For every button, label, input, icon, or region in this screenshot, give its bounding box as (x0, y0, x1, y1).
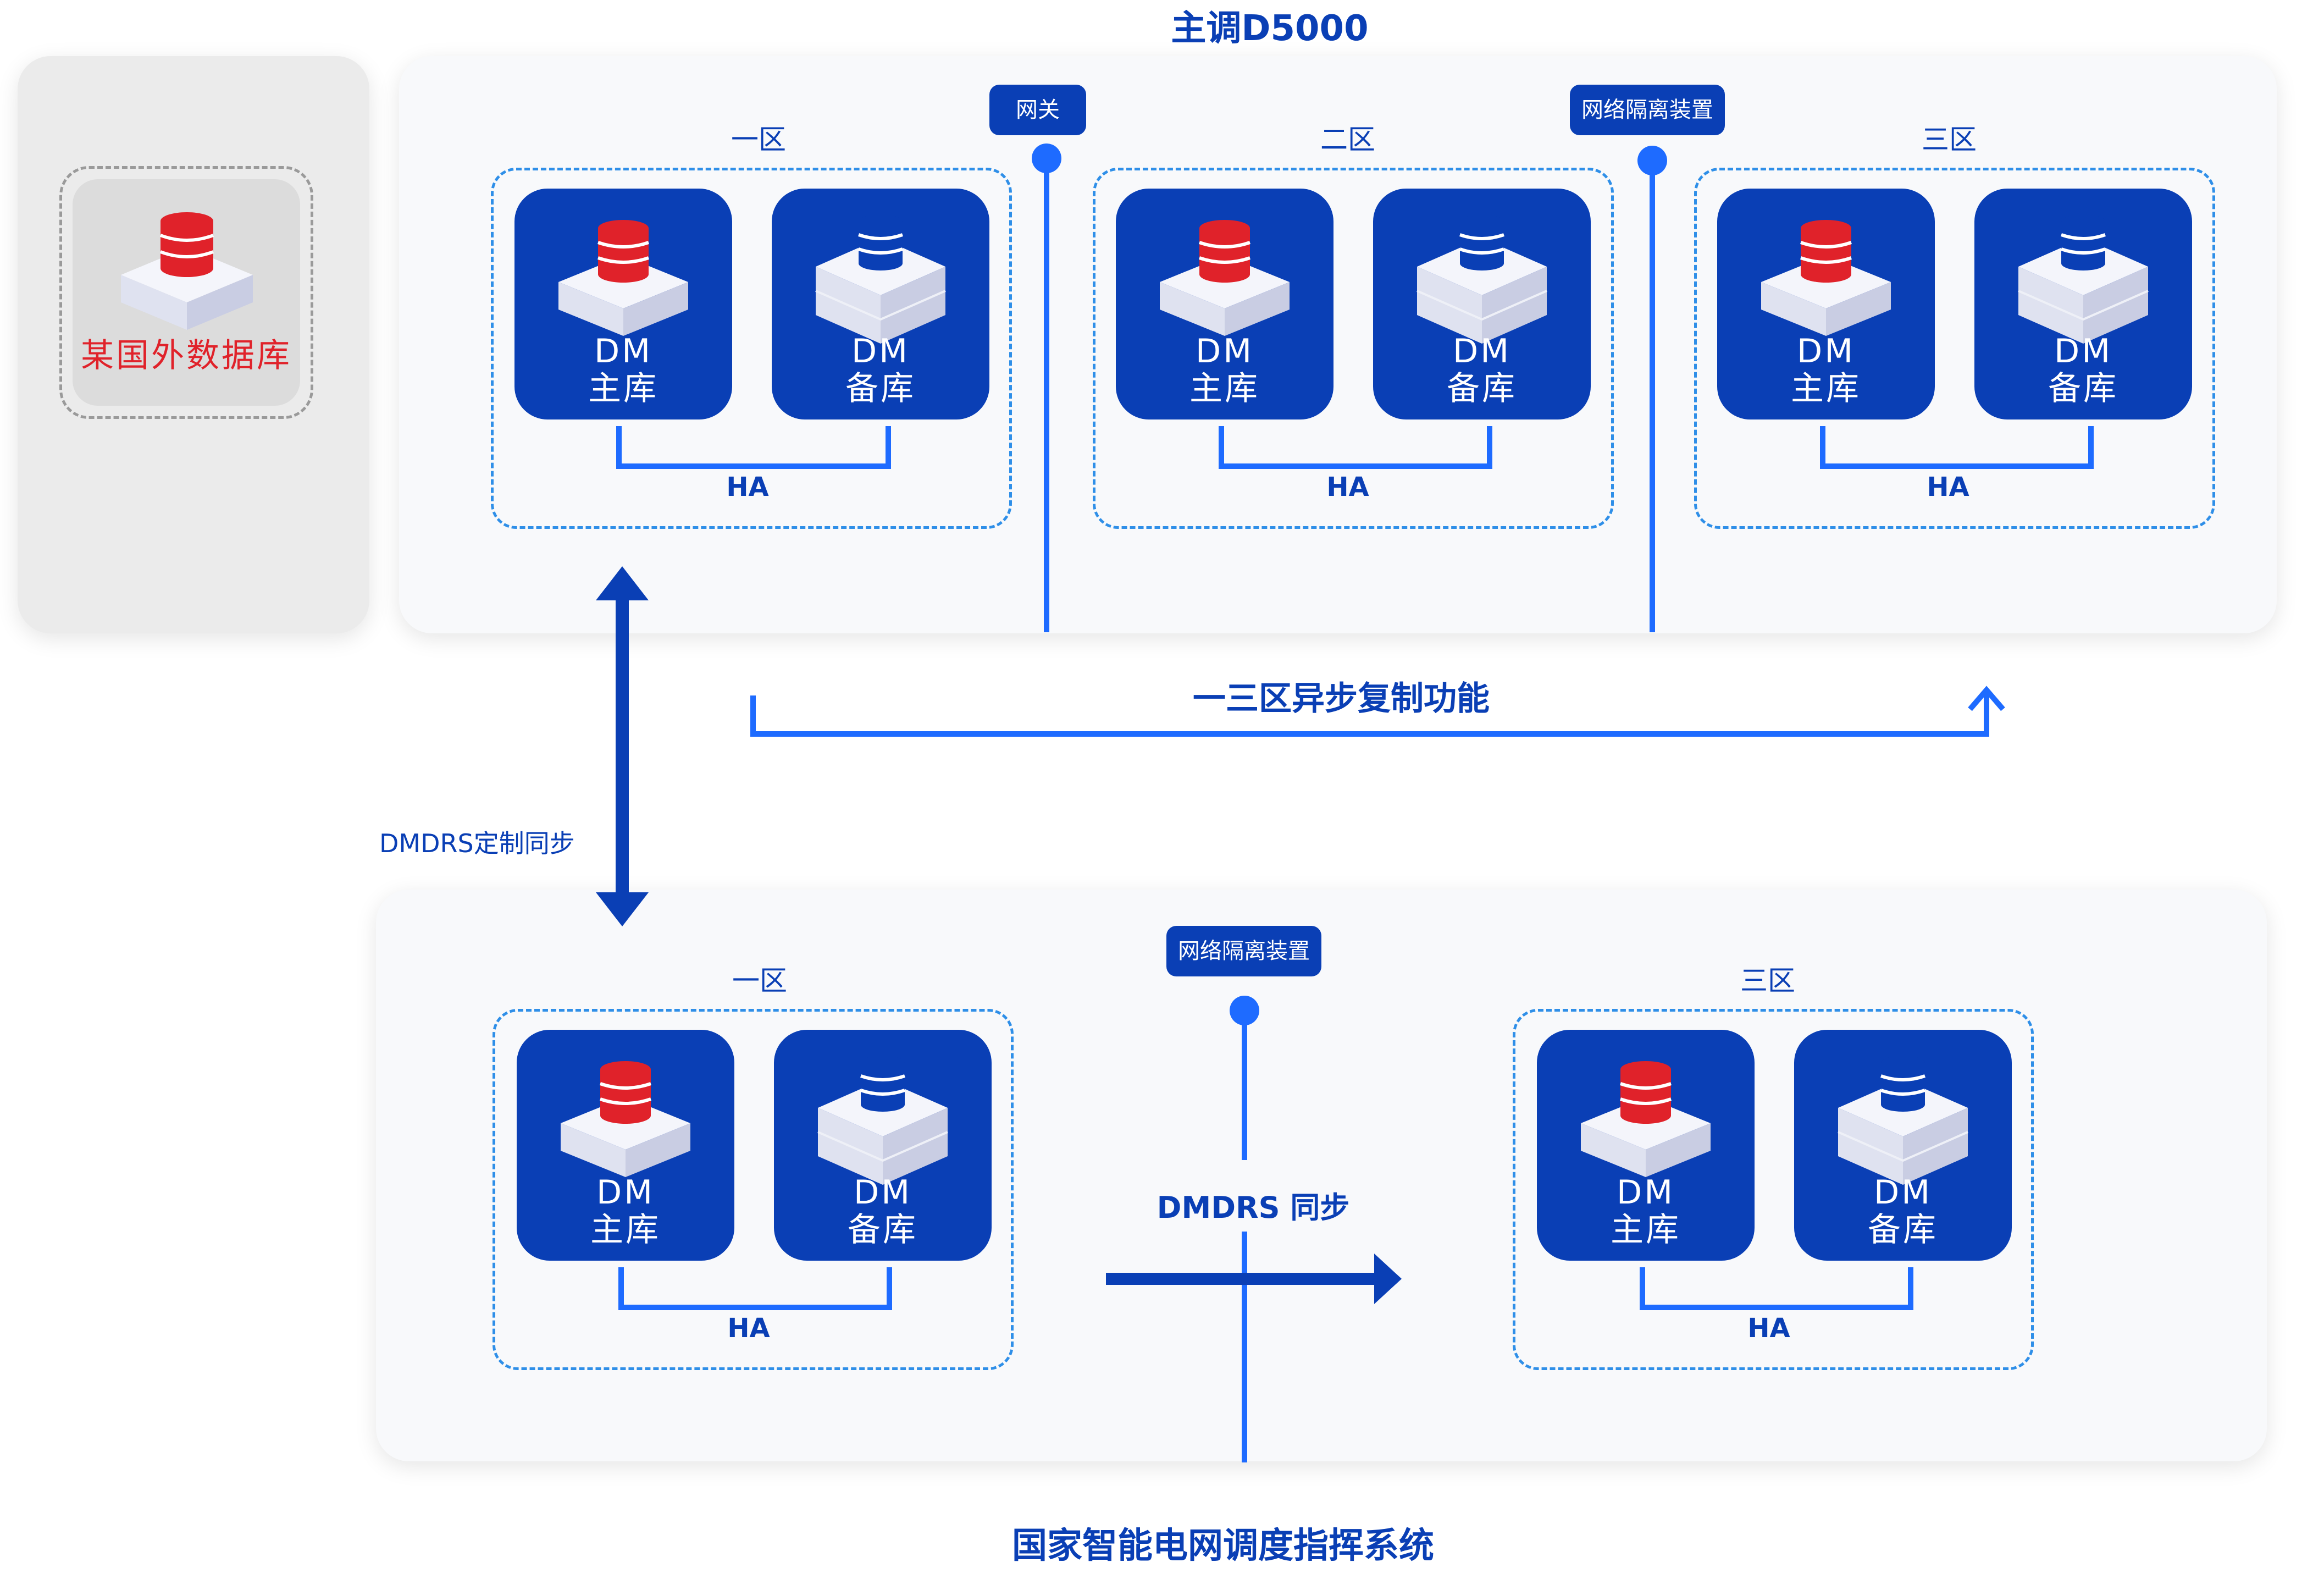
node-line-1: DM (1617, 1173, 1675, 1212)
ha-bracket-bottom-1 (618, 1267, 892, 1310)
node-line-1: DM (1874, 1173, 1932, 1212)
node-line-1: DM (851, 332, 910, 371)
foreign-db-card (59, 166, 313, 419)
async-replication-arrow (750, 690, 1989, 737)
ha-label-top-1: HA (726, 472, 769, 503)
top-zone-1-label: 一区 (731, 124, 786, 156)
top-zone-1 (491, 168, 1012, 529)
isolation-tag-top[interactable]: 网络隔离装置 (1570, 85, 1725, 135)
top-zone-1-primary-db[interactable]: DM 主库 (514, 189, 732, 419)
ha-bracket-top-3 (1820, 426, 2094, 469)
bottom-zone-1-label: 一区 (732, 965, 787, 997)
ha-label-bottom-1: HA (727, 1313, 770, 1344)
top-zone-3-primary-db[interactable]: DM 主库 (1717, 189, 1935, 419)
top-zone-2-backup-db[interactable]: DM 备库 (1373, 189, 1591, 419)
isolation-dot-top (1637, 146, 1667, 175)
node-line-2: 主库 (1791, 369, 1861, 408)
node-line-1: DM (1453, 332, 1511, 371)
top-zone-3-label: 三区 (1922, 124, 1977, 156)
node-line-1: DM (594, 332, 652, 371)
top-zone-2-label: 二区 (1320, 124, 1375, 156)
bottom-zone-1 (493, 1009, 1014, 1370)
node-line-2: 备库 (848, 1211, 918, 1249)
top-zone-3 (1694, 168, 2215, 529)
node-line-2: 主库 (1189, 369, 1260, 408)
custom-sync-arrow-up (596, 566, 649, 600)
bottom-system-title: 国家智能电网调度指挥系统 (1012, 1526, 1434, 1566)
bottom-zone-3-backup-db[interactable]: DM 备库 (1794, 1030, 2012, 1261)
bottom-zone-3 (1513, 1009, 2034, 1370)
bottom-zone-3-primary-db[interactable]: DM 主库 (1537, 1030, 1755, 1261)
ha-bracket-top-1 (616, 426, 891, 469)
isolation-tag-bottom[interactable]: 网络隔离装置 (1166, 926, 1321, 976)
bottom-zone-1-primary-db[interactable]: DM 主库 (517, 1030, 734, 1261)
top-zone-2 (1093, 168, 1614, 529)
dmdrs-custom-sync-label: DMDRS定制同步 (379, 829, 575, 858)
node-line-2: 备库 (1868, 1211, 1938, 1249)
node-line-2: 备库 (845, 369, 916, 408)
foreign-db-icon (121, 212, 253, 330)
node-line-2: 备库 (1447, 369, 1517, 408)
bottom-zone-1-backup-db[interactable]: DM 备库 (774, 1030, 992, 1261)
node-line-2: 备库 (2048, 369, 2118, 408)
node-line-2: 主库 (588, 369, 659, 408)
ha-label-top-3: HA (1927, 472, 1969, 503)
foreign-db-label: 某国外数据库 (81, 336, 292, 375)
ha-label-top-2: HA (1326, 472, 1369, 503)
node-line-1: DM (854, 1173, 912, 1212)
top-zone-1-backup-db[interactable]: DM 备库 (772, 189, 989, 419)
gateway-tag[interactable]: 网关 (989, 85, 1086, 135)
custom-sync-arrow-down (596, 892, 649, 926)
node-line-1: DM (2054, 332, 2112, 371)
node-line-1: DM (596, 1173, 655, 1212)
node-line-2: 主库 (590, 1211, 661, 1249)
dmdrs-sync-label: DMDRS 同步 (1157, 1190, 1350, 1225)
bottom-zone-3-label: 三区 (1740, 965, 1795, 997)
dmdrs-sync-arrow-head (1374, 1254, 1402, 1304)
isolation-dot-bottom (1230, 996, 1259, 1025)
node-line-1: DM (1797, 332, 1855, 371)
ha-bracket-bottom-3 (1640, 1267, 1913, 1310)
ha-label-bottom-3: HA (1747, 1313, 1790, 1344)
async-replication-label: 一三区异步复制功能 (1193, 680, 1490, 718)
async-arrow-head (1968, 686, 2005, 711)
top-zone-2-primary-db[interactable]: DM 主库 (1116, 189, 1333, 419)
top-zone-3-backup-db[interactable]: DM 备库 (1974, 189, 2192, 419)
node-line-2: 主库 (1611, 1211, 1681, 1249)
ha-bracket-top-2 (1219, 426, 1492, 469)
top-system-title: 主调D5000 (1171, 8, 1369, 49)
gateway-dot (1032, 143, 1061, 173)
node-line-1: DM (1196, 332, 1254, 371)
